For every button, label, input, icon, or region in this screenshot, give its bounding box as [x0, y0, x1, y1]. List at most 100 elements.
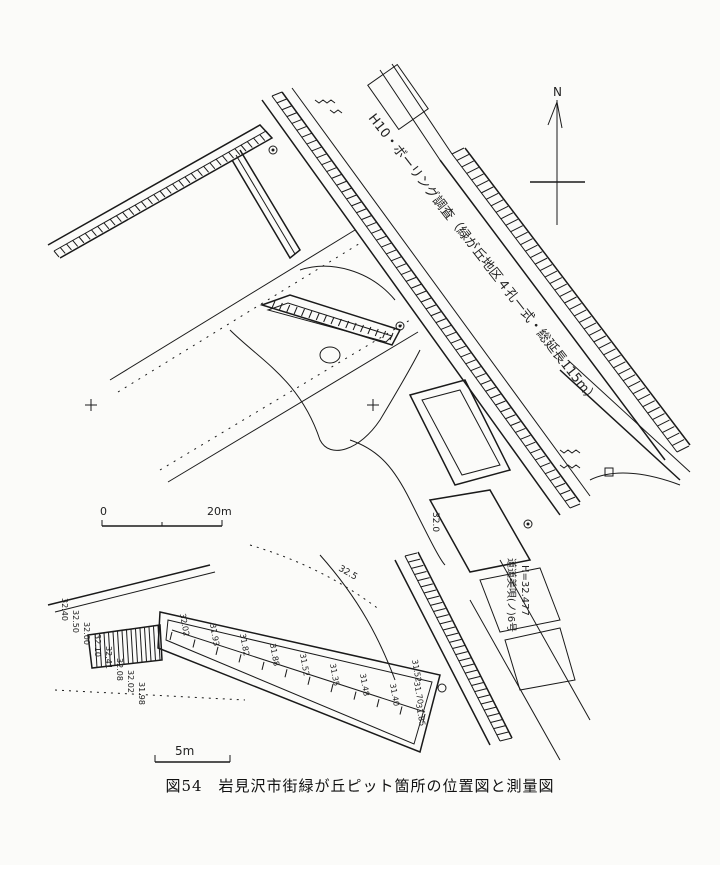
hatch-line	[554, 283, 567, 291]
hatch-line	[228, 151, 234, 159]
hatch-line	[159, 190, 166, 198]
hatch-line	[583, 322, 597, 330]
hatch-line	[371, 228, 382, 234]
hatch-line	[234, 148, 241, 155]
hatch-line	[425, 304, 437, 310]
hatch-line	[395, 263, 407, 269]
hatch-line	[121, 630, 125, 665]
hatch-line	[662, 426, 675, 434]
hatch-line	[436, 614, 449, 619]
hatch-line	[450, 338, 461, 344]
hatch-line	[420, 583, 433, 588]
elevation-label: 32.00	[82, 622, 91, 645]
road-contour-label: 32.0	[430, 512, 440, 532]
hatch-line	[460, 352, 471, 358]
hatch-line	[197, 169, 203, 177]
hatch-line	[637, 393, 651, 401]
hatch-line	[525, 244, 538, 252]
hatch-line	[490, 199, 504, 207]
hatch-line	[190, 173, 197, 180]
stairs	[87, 624, 163, 669]
hatch-line	[449, 638, 462, 643]
hatch-line	[657, 419, 670, 427]
elevation-label: 31.40	[388, 683, 401, 707]
hatch-line	[500, 212, 514, 220]
hatch-line	[505, 218, 519, 226]
hatch-line	[484, 706, 497, 711]
hatch-line	[91, 229, 97, 237]
hatch-line	[490, 393, 501, 399]
left-embankment	[47, 124, 301, 260]
hatch-line	[103, 222, 110, 230]
hatch-line	[470, 366, 481, 372]
hatch-line	[281, 105, 293, 111]
elevation-label: 32.02	[178, 613, 191, 637]
hatch-line	[493, 725, 506, 730]
hatch-line	[331, 173, 342, 179]
hatch-line	[353, 691, 357, 700]
elevation-label: 32.50	[71, 610, 80, 633]
hatch-line	[286, 304, 291, 313]
hatch-line	[336, 180, 347, 186]
hatch-line	[540, 462, 551, 468]
hatch-line	[374, 328, 379, 337]
hatch-line	[439, 620, 452, 625]
hatch-line	[271, 300, 276, 309]
hatch-line	[389, 332, 394, 341]
hatch-line	[108, 632, 111, 667]
hatch-line	[308, 310, 313, 319]
road-label-2: H=32.477	[519, 565, 530, 616]
hatch-line	[411, 564, 424, 569]
hatch-line	[271, 91, 283, 97]
hatch-line	[366, 222, 377, 227]
hatch-line	[240, 144, 247, 152]
hatch-line	[588, 328, 602, 336]
hatch-line	[376, 698, 380, 708]
hatch-line	[534, 257, 548, 265]
hatch-line	[487, 712, 500, 717]
hatch-line	[301, 308, 305, 317]
hatch-line	[147, 197, 153, 205]
hatch-line	[376, 235, 387, 241]
hatch-line	[676, 445, 690, 453]
hatch-line	[465, 359, 476, 365]
scale-5m-label: 5m	[175, 744, 194, 758]
north-label: N	[553, 85, 562, 99]
hatch-line	[456, 154, 470, 161]
elevation-label: 31.85	[414, 703, 427, 727]
hatch-line	[544, 469, 556, 475]
pit-outline	[259, 294, 405, 346]
hatch-line	[652, 413, 665, 421]
right-road	[268, 99, 691, 529]
hatch-line	[559, 290, 572, 297]
hatch-line	[539, 264, 553, 272]
hatch-line	[564, 496, 576, 502]
scale-bar-5m: 5m	[154, 744, 231, 763]
hatch-line	[471, 682, 484, 686]
hatch-line	[72, 240, 79, 247]
elevation-label: 31.52	[298, 653, 311, 677]
hatch-line	[381, 242, 392, 248]
hatch-line	[549, 277, 563, 285]
site-plan: H10・ボーリング調査（緑が丘地区４孔一式・総延長115m） N 0 20m	[47, 63, 691, 691]
hatch-line	[311, 146, 322, 152]
hatch-line	[458, 657, 471, 662]
hatch-line	[265, 130, 272, 138]
hatch-line	[515, 231, 528, 239]
hatch-line	[477, 694, 490, 699]
hatch-line	[666, 432, 680, 440]
elevation-label: 31.35	[328, 663, 341, 687]
hatch-line	[337, 318, 342, 327]
hatch-line	[128, 208, 135, 215]
hatch-line	[642, 400, 655, 408]
elevation-label: 32.40	[60, 598, 69, 621]
hatch-line	[284, 669, 288, 678]
hatch-line	[352, 322, 357, 331]
hatch-line	[569, 503, 581, 509]
scale-start-label: 0	[100, 505, 107, 518]
grid-crosses	[85, 399, 379, 411]
hatch-line	[622, 374, 636, 382]
survey-note: H10・ボーリング調査（緑が丘地区４孔一式・総延長115m）	[365, 111, 600, 406]
